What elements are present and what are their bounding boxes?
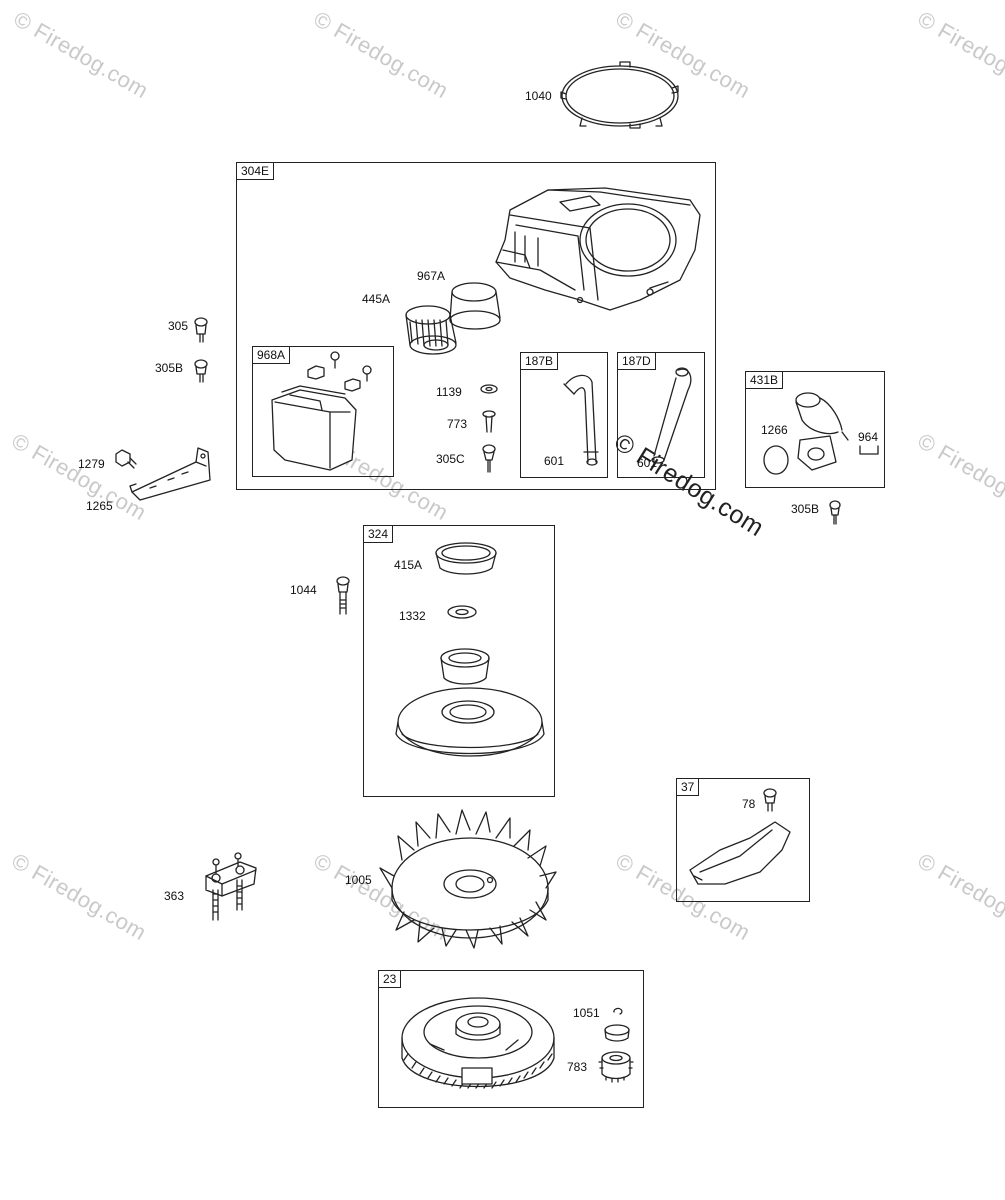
kit-tag: 324 bbox=[363, 525, 394, 543]
screw-305B-right bbox=[829, 500, 841, 525]
flywheel-23 bbox=[401, 997, 555, 1089]
part-label-601: 601 bbox=[637, 456, 658, 470]
blower-housing bbox=[495, 187, 701, 311]
kit-tag: 968A bbox=[252, 346, 291, 364]
part-label-1332: 1332 bbox=[399, 609, 426, 623]
kit-box-187D: 187D bbox=[617, 352, 705, 478]
starter-pulley bbox=[395, 687, 545, 757]
kit-box-304E: 304E bbox=[236, 162, 716, 490]
part-label-1051: 1051 bbox=[573, 1006, 600, 1020]
kit-tag: 431B bbox=[745, 371, 784, 389]
part-label-305B: 305B bbox=[155, 361, 184, 375]
tube-assembly-431B bbox=[763, 392, 879, 475]
kit-tag: 37 bbox=[676, 778, 700, 796]
part-label-1139: 1139 bbox=[436, 385, 462, 399]
retainer-1051 bbox=[613, 1007, 623, 1015]
screw-305 bbox=[194, 317, 208, 343]
part-label-1005: 1005 bbox=[345, 873, 372, 887]
washer-1332 bbox=[447, 605, 477, 619]
air-filter-445A bbox=[405, 305, 457, 355]
part-label-1279: 1279 bbox=[78, 457, 105, 471]
kit-tag: 304E bbox=[236, 162, 275, 180]
part-label-967A: 967A bbox=[417, 269, 446, 283]
part-label-445A: 445A bbox=[362, 292, 391, 306]
foam-filter-967A bbox=[449, 282, 501, 330]
air-cleaner-cover-968A bbox=[271, 351, 372, 471]
part-label-773: 773 bbox=[447, 417, 468, 431]
part-label-1265: 1265 bbox=[86, 499, 113, 513]
part-label-78: 78 bbox=[742, 797, 756, 811]
kit-box-187B: 187B bbox=[520, 352, 608, 478]
part-label-1040: 1040 bbox=[525, 89, 552, 103]
bolt-1044 bbox=[336, 576, 350, 615]
part-label-415A: 415A bbox=[394, 558, 423, 572]
kit-box-37: 37 bbox=[676, 778, 810, 902]
part-label-1044: 1044 bbox=[290, 583, 317, 597]
gasket-ring-1040 bbox=[560, 61, 679, 129]
screw-78 bbox=[763, 788, 777, 812]
part-label-964: 964 bbox=[858, 430, 879, 444]
washer-1139 bbox=[480, 384, 498, 394]
kit-tag: 187D bbox=[617, 352, 656, 370]
bracket-363 bbox=[205, 852, 257, 921]
screw-1279 bbox=[115, 449, 137, 469]
part-label-363: 363 bbox=[164, 889, 185, 903]
part-label-783: 783 bbox=[567, 1060, 588, 1074]
collar-1051 bbox=[604, 1024, 630, 1042]
part-label-305B: 305B bbox=[791, 502, 820, 516]
screw-305C bbox=[482, 444, 496, 473]
breather-tube-187D bbox=[651, 367, 692, 464]
kit-box-324: 324 bbox=[363, 525, 555, 797]
kit-tag: 187B bbox=[520, 352, 559, 370]
pin-773 bbox=[482, 410, 496, 433]
starter-gear-783 bbox=[598, 1051, 634, 1083]
bracket-1265 bbox=[129, 447, 211, 501]
part-label-1266: 1266 bbox=[761, 423, 788, 437]
fan-1005 bbox=[379, 809, 557, 949]
kit-box-968A: 968A bbox=[252, 346, 394, 477]
starter-cup bbox=[440, 648, 490, 685]
part-label-601: 601 bbox=[544, 454, 565, 468]
kit-box-431B: 431B bbox=[745, 371, 885, 488]
kit-box-23: 23 bbox=[378, 970, 644, 1108]
kit-tag: 23 bbox=[378, 970, 402, 988]
air-guide-37 bbox=[689, 821, 791, 885]
screw-305B bbox=[194, 359, 208, 383]
part-label-305: 305 bbox=[168, 319, 189, 333]
part-label-305C: 305C bbox=[436, 452, 465, 466]
starter-cover-415A bbox=[435, 542, 497, 575]
breather-tube-187B bbox=[563, 374, 599, 466]
